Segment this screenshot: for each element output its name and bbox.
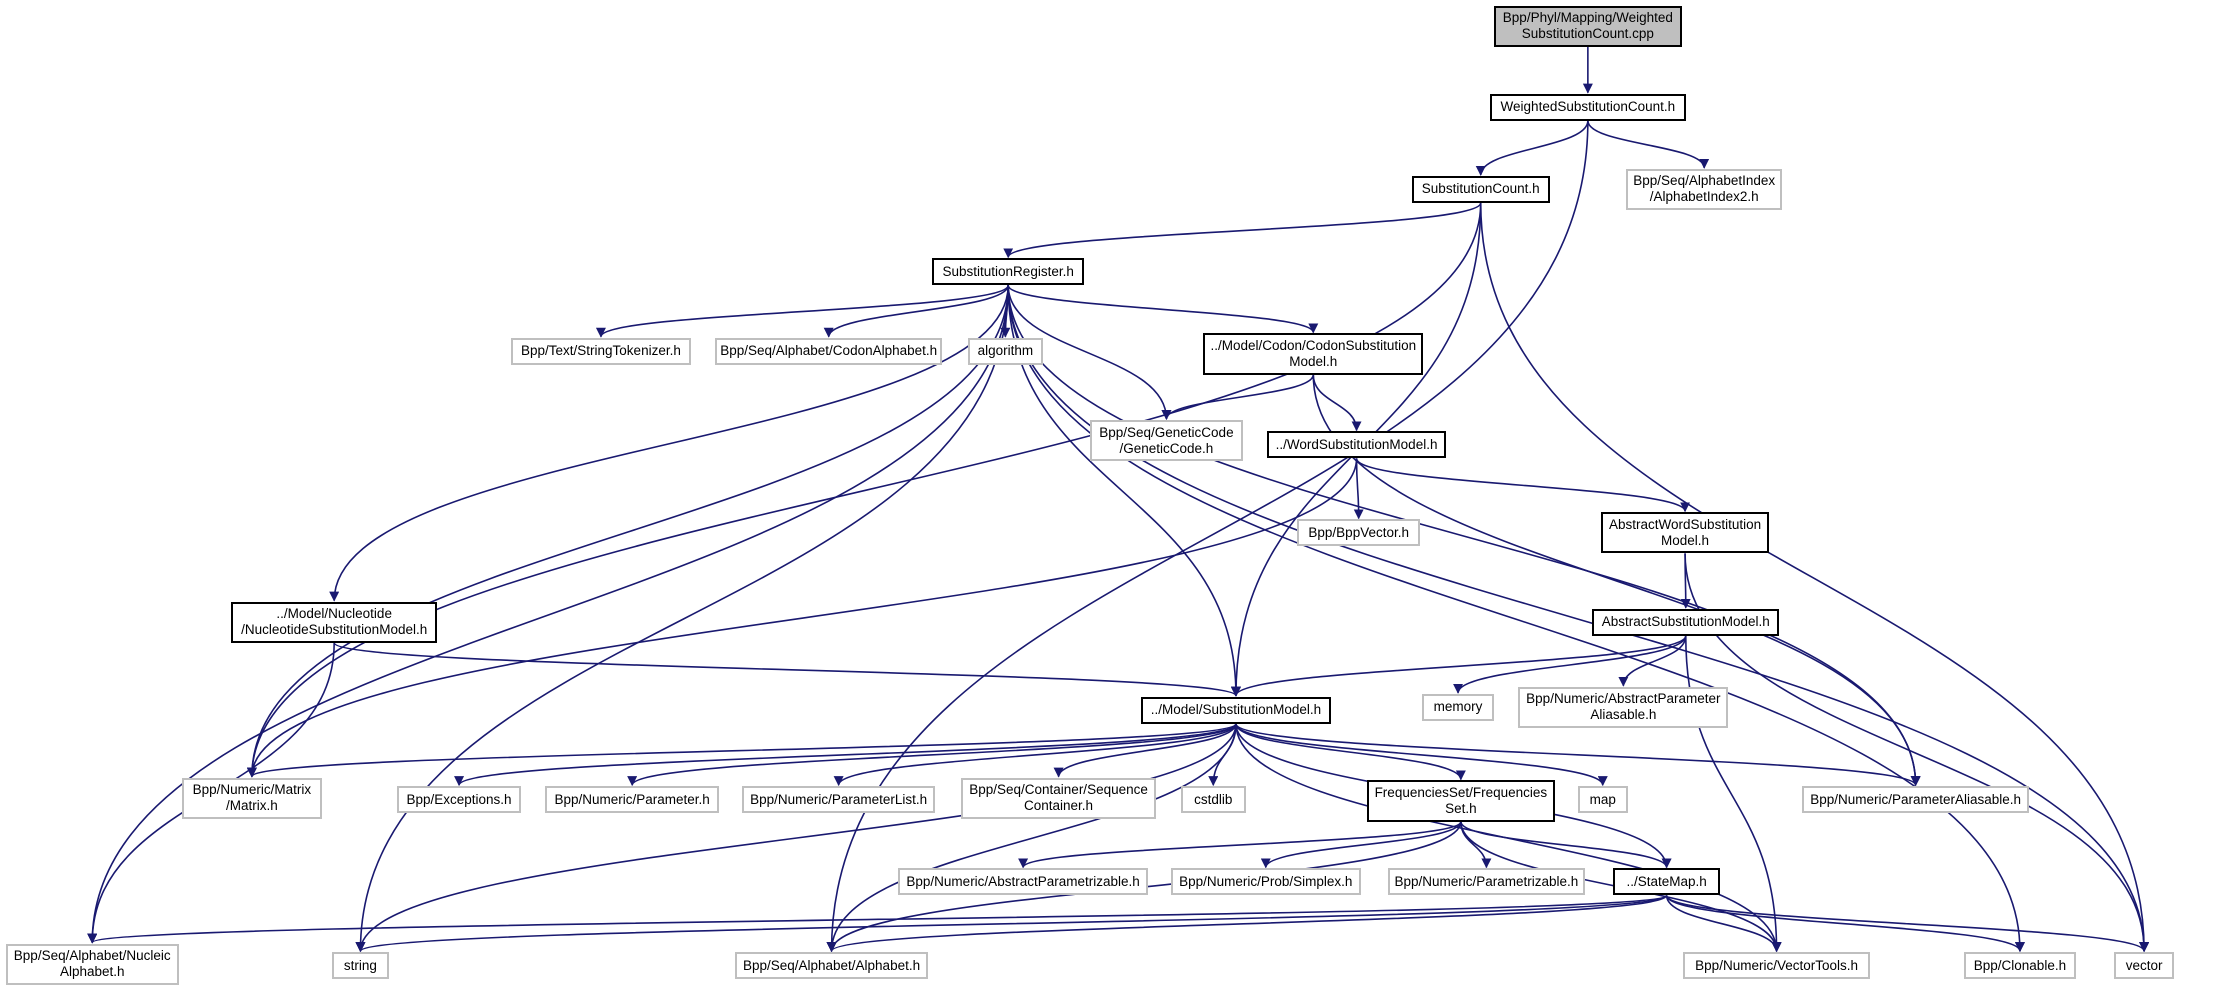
edge-sr-to-vector (1007, 285, 2150, 953)
edge-wsm-to-bppvec (1353, 458, 1364, 520)
graph-node-pal[interactable]: Bpp/Numeric/ParameterAliasable.h (1802, 786, 2030, 814)
graph-node-codalph[interactable]: Bpp/Seq/Alphabet/CodonAlphabet.h (715, 337, 943, 365)
edge-sm-to-matrix (247, 722, 1237, 778)
graph-node-cstdlib[interactable]: cstdlib (1180, 786, 1246, 814)
graph-node-sc[interactable]: SubstitutionCount.h (1411, 175, 1550, 203)
edge-csm-to-gc (1161, 374, 1315, 421)
edge-sr-to-nsm (329, 285, 1009, 602)
graph-node-param[interactable]: Bpp/Numeric/Parameter.h (544, 786, 720, 814)
edge-asm-to-memory (1453, 635, 1687, 694)
graph-node-apa[interactable]: Bpp/Numeric/AbstractParameter Aliasable.… (1518, 686, 1729, 728)
edge-sm-to-fs (1235, 723, 1466, 781)
graph-node-bppvec[interactable]: Bpp/BppVector.h (1296, 519, 1421, 547)
edge-sr-to-codalph (823, 284, 1009, 338)
graph-node-strtok[interactable]: Bpp/Text/StringTokenizer.h (510, 337, 692, 365)
edge-fs-to-apz (1018, 820, 1462, 869)
edge-asm-to-apa (1618, 635, 1687, 687)
graph-node-string[interactable]: string (332, 952, 389, 980)
edge-statemap-to-string (355, 894, 1668, 953)
edge-statemap-to-vtools (1665, 895, 1782, 953)
edge-sm-to-alph (826, 723, 1237, 953)
edge-wsc-to-ai2 (1587, 120, 1710, 169)
edge-csm-to-wsm (1312, 374, 1362, 432)
edge-asm-to-sm (1231, 635, 1687, 697)
edge-sr-to-matrix (246, 285, 1009, 778)
edge-sc-to-vector (1479, 202, 2150, 953)
graph-node-memory[interactable]: memory (1421, 693, 1495, 721)
edge-sm-to-pal (1235, 722, 1921, 787)
graph-node-vtools[interactable]: Bpp/Numeric/VectorTools.h (1682, 952, 1871, 980)
edge-sr-to-gc (1007, 285, 1172, 421)
edge-sr-to-nucalph (87, 285, 1009, 944)
edge-statemap-to-clonable (1665, 895, 2025, 953)
graph-node-seqcont[interactable]: Bpp/Seq/Container/Sequence Container.h (960, 777, 1157, 819)
edge-nsm-to-sm (333, 642, 1241, 697)
edge-wsc-to-alph (826, 120, 1589, 953)
edge-sm-to-plist (833, 723, 1237, 787)
graph-node-nucalph[interactable]: Bpp/Seq/Alphabet/Nucleic Alphabet.h (5, 943, 179, 985)
graph-node-pz[interactable]: Bpp/Numeric/Parametrizable.h (1387, 868, 1586, 896)
edge-sr-to-clonable (1007, 285, 2025, 953)
edge-wsm-to-matrix (246, 458, 1358, 778)
edge-wsc-to-sc (1475, 120, 1589, 176)
graph-node-wsm[interactable]: ../WordSubstitutionModel.h (1267, 431, 1446, 459)
graph-node-algorithm[interactable]: algorithm (967, 337, 1043, 365)
graph-node-gc[interactable]: Bpp/Seq/GeneticCode /GeneticCode.h (1089, 420, 1244, 462)
edge-sr-to-csm (1007, 284, 1319, 334)
graph-node-awsm[interactable]: AbstractWordSubstitution Model.h (1600, 512, 1770, 554)
edge-sm-to-string (355, 723, 1237, 953)
graph-node-clonable[interactable]: Bpp/Clonable.h (1963, 952, 2076, 980)
graph-node-exc[interactable]: Bpp/Exceptions.h (397, 786, 521, 814)
graph-node-csm[interactable]: ../Model/Codon/CodonSubstitution Model.h (1203, 333, 1424, 375)
graph-node-apz[interactable]: Bpp/Numeric/AbstractParametrizable.h (898, 868, 1148, 896)
graph-node-fs[interactable]: FrequenciesSet/Frequencies Set.h (1366, 780, 1556, 822)
graph-node-plist[interactable]: Bpp/Numeric/ParameterList.h (742, 786, 936, 814)
graph-node-map[interactable]: map (1577, 786, 1628, 814)
edge-sc-to-matrix (246, 202, 1482, 778)
edge-statemap-to-alph (826, 894, 1668, 953)
edge-sr-to-strtok (596, 284, 1009, 338)
edge-sm-to-seqcont (1053, 723, 1237, 778)
edge-asm-to-vtools (1684, 635, 1782, 953)
graph-node-nsm[interactable]: ../Model/Nucleotide /NucleotideSubstitut… (231, 601, 438, 643)
graph-node-root[interactable]: Bpp/Phyl/Mapping/Weighted SubstitutionCo… (1494, 5, 1682, 47)
graph-node-vector[interactable]: vector (2114, 952, 2174, 980)
edge-fs-to-simplex (1260, 821, 1462, 869)
graph-node-alph[interactable]: Bpp/Seq/Alphabet/Alphabet.h (735, 952, 929, 980)
graph-node-sr[interactable]: SubstitutionRegister.h (932, 258, 1085, 286)
graph-node-asm[interactable]: AbstractSubstitutionModel.h (1592, 608, 1780, 636)
edge-statemap-to-vector (1665, 895, 2149, 953)
graph-node-ai2[interactable]: Bpp/Seq/AlphabetIndex /AlphabetIndex2.h (1626, 168, 1783, 210)
graph-node-simplex[interactable]: Bpp/Numeric/Prob/Simplex.h (1170, 868, 1361, 896)
edge-sm-to-exc (454, 722, 1237, 787)
edge-statemap-to-nucalph (87, 894, 1668, 944)
edge-sm-to-map (1235, 723, 1608, 787)
graph-node-wsc[interactable]: WeightedSubstitutionCount.h (1489, 93, 1686, 121)
edge-sc-to-sr (1003, 202, 1482, 259)
graph-node-statemap[interactable]: ../StateMap.h (1613, 868, 1720, 896)
edge-sr-to-string (355, 285, 1009, 953)
graph-node-matrix[interactable]: Bpp/Numeric/Matrix /Matrix.h (181, 777, 323, 819)
edge-wsm-to-awsm (1355, 457, 1690, 513)
edge-fs-to-statemap (1460, 821, 1672, 869)
graph-node-sm[interactable]: ../Model/SubstitutionModel.h (1140, 696, 1332, 724)
edge-sm-to-param (627, 723, 1237, 787)
